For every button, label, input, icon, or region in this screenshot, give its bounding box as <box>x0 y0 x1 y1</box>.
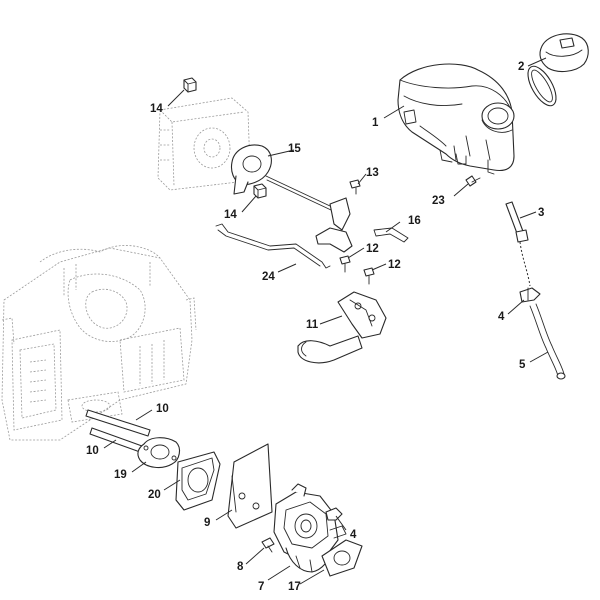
callout-7: 7 <box>258 581 264 593</box>
choke-bracket-15 <box>230 144 351 231</box>
engine-block-outline <box>1 245 197 441</box>
callout-24: 24 <box>262 271 275 283</box>
nut-14-upper <box>183 77 197 93</box>
air-filter-housing <box>157 97 251 191</box>
callout-17: 17 <box>288 581 301 593</box>
callout-5: 5 <box>519 359 526 371</box>
callout-labels: 1 2 3 4 4 5 7 8 9 10 10 11 12 12 13 14 1… <box>86 61 544 593</box>
callout-10-upper: 10 <box>156 403 169 415</box>
bracket-16 <box>315 227 409 253</box>
callout-3: 3 <box>538 207 544 219</box>
callout-16: 16 <box>408 215 421 227</box>
leader-lines <box>103 57 549 585</box>
insulator-20 <box>175 451 221 511</box>
callout-4-upper: 4 <box>498 311 505 323</box>
screw-13 <box>349 179 361 195</box>
fuel-tank-1 <box>397 63 515 175</box>
fuel-valve-3 <box>505 201 529 243</box>
callout-4-lower: 4 <box>350 529 357 541</box>
nut-14-lower <box>253 183 267 199</box>
callout-12-upper: 12 <box>366 243 379 255</box>
fuel-line-bracket-11 <box>297 291 387 364</box>
hose-path <box>519 241 531 287</box>
callout-15: 15 <box>288 143 301 155</box>
callout-14-upper: 14 <box>150 103 163 115</box>
callout-19: 19 <box>114 469 127 481</box>
screw-23 <box>465 175 481 187</box>
gasket-19 <box>137 437 181 469</box>
callout-1: 1 <box>372 117 379 129</box>
callout-11: 11 <box>306 319 319 331</box>
screw-8 <box>261 537 275 553</box>
callout-8: 8 <box>237 561 244 573</box>
callout-13: 13 <box>366 167 379 179</box>
linkage-rod-24 <box>215 223 331 269</box>
plate-9 <box>227 443 273 529</box>
fuel-hose-5 <box>529 303 566 380</box>
callout-12-lower: 12 <box>388 259 401 271</box>
hose-clamp-4-upper <box>519 287 541 303</box>
screw-12-left <box>339 255 351 273</box>
callout-2: 2 <box>518 61 524 73</box>
hose-clamp-4-lower <box>325 507 343 521</box>
callout-14-lower: 14 <box>224 209 237 221</box>
callout-23: 23 <box>432 195 445 207</box>
gasket-17 <box>321 539 363 577</box>
callout-10-lower: 10 <box>86 445 99 457</box>
carburetor-7 <box>273 483 347 573</box>
screw-12-right <box>363 267 375 285</box>
fuel-cap-2 <box>527 33 589 107</box>
callout-20: 20 <box>148 489 161 501</box>
callout-9: 9 <box>204 517 210 529</box>
